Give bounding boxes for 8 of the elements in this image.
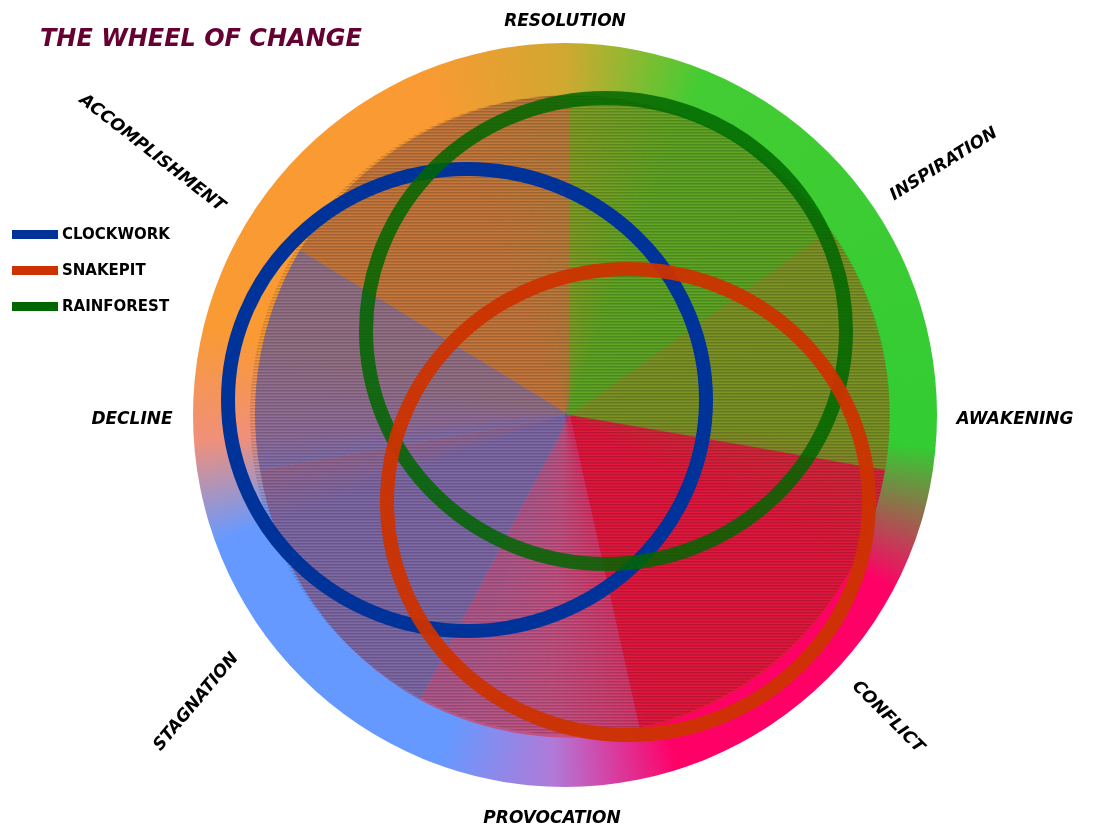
stage-label: PROVOCATION (483, 807, 621, 827)
stage-label: DECLINE (91, 408, 173, 428)
stage-label: RESOLUTION (504, 10, 626, 30)
legend-label: CLOCKWORK (62, 225, 170, 243)
legend-label: SNAKEPIT (62, 261, 146, 279)
stage-label: AWAKENING (956, 408, 1074, 428)
diagram-title: THE WHEEL OF CHANGE (40, 24, 362, 52)
legend-label: RAINFOREST (62, 297, 170, 315)
